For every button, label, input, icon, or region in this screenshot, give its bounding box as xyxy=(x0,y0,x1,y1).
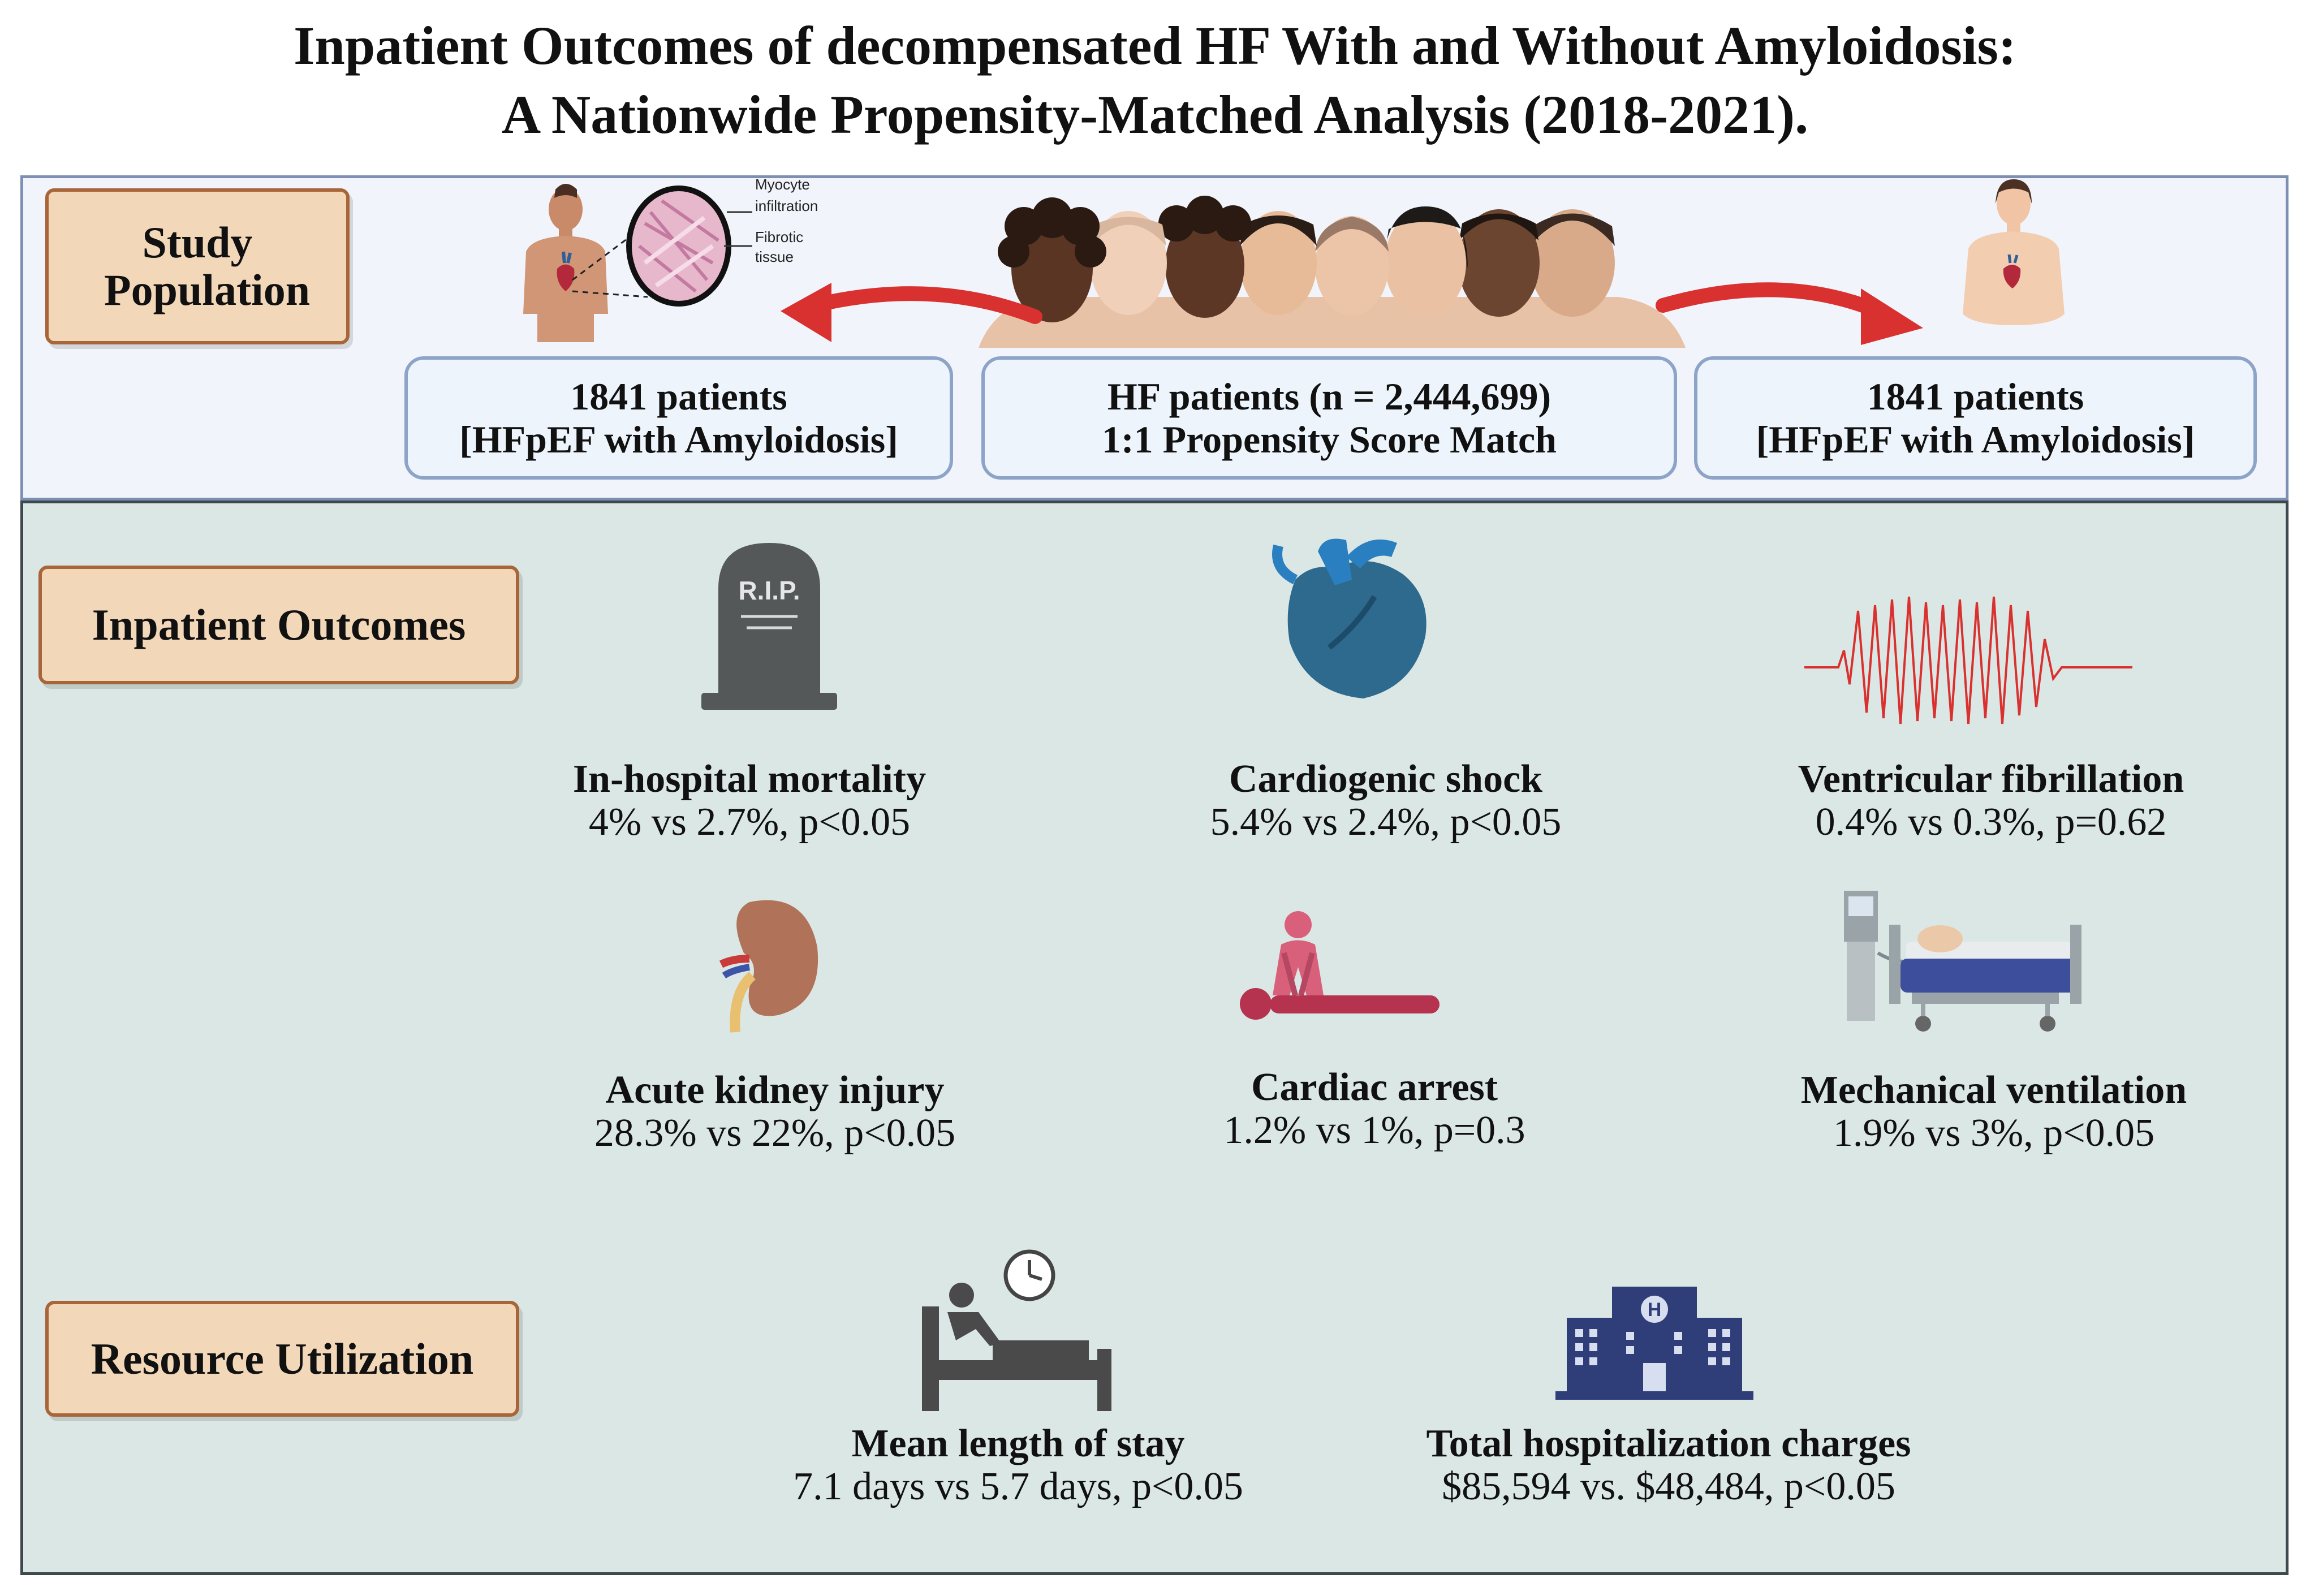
female-torso-icon xyxy=(1963,179,2065,325)
hospital-bed-ventilator-icon xyxy=(1844,891,2081,1032)
cpr-icon xyxy=(1240,911,1440,1020)
male-torso-icon xyxy=(523,184,608,342)
people-group-icon xyxy=(979,196,1686,348)
amyloidosis-cohort-box-right: 1841 patients [HFpEF with Amyloidosis] xyxy=(1694,356,2257,480)
ecg-fibrillation-icon xyxy=(1804,596,2132,724)
outcome-cardiogenic-shock: Cardiogenic shock 5.4% vs 2.4%, p<0.05 xyxy=(1210,757,1562,844)
hf-patients-box-center: HF patients (n = 2,444,699) 1:1 Propensi… xyxy=(981,356,1677,480)
amyloid-patient-illustration: Myocyte infiltration Fibrotic tissue xyxy=(523,176,818,342)
resource-total-hospitalization-charges: Total hospitalization charges $85,594 vs… xyxy=(1426,1422,1911,1508)
heart-icon xyxy=(1272,538,1426,698)
inpatient-outcomes-tag: Inpatient Outcomes xyxy=(38,566,519,684)
outcome-acute-kidney-injury: Acute kidney injury 28.3% vs 22%, p<0.05 xyxy=(594,1068,956,1155)
resource-mean-length-of-stay: Mean length of stay 7.1 days vs 5.7 days… xyxy=(793,1422,1243,1508)
patient-in-bed-clock-icon xyxy=(922,1249,1111,1411)
female-patient-illustration xyxy=(1963,179,2065,325)
outcome-in-hospital-mortality: In-hospital mortality 4% vs 2.7%, p<0.05 xyxy=(572,757,926,844)
outcome-mechanical-ventilation: Mechanical ventilation 1.9% vs 3%, p<0.0… xyxy=(1800,1068,2187,1155)
study-population-tag: Study Population xyxy=(45,188,350,344)
resource-utilization-tag: Resource Utilization xyxy=(45,1301,519,1417)
histology-circle-icon xyxy=(626,186,731,307)
patient-group-illustration xyxy=(979,196,1686,348)
fibrotic-label: Fibrotic xyxy=(755,228,803,245)
tissue-label: tissue xyxy=(755,248,794,265)
hospital-building-icon: H xyxy=(1555,1287,1753,1400)
arrow-to-right-icon xyxy=(1656,282,1923,345)
amyloidosis-cohort-box-left: 1841 patients [HFpEF with Amyloidosis] xyxy=(404,356,953,480)
kidney-icon xyxy=(719,900,818,1033)
outcome-cardiac-arrest: Cardiac arrest 1.2% vs 1%, p=0.3 xyxy=(1223,1066,1525,1152)
svg-text:H: H xyxy=(1648,1299,1662,1321)
title-line-1: Inpatient Outcomes of decompensated HF W… xyxy=(294,15,2016,76)
arrow-to-left-icon xyxy=(781,283,1042,342)
myocyte-label: Myocyte xyxy=(755,176,810,193)
outcome-ventricular-fibrillation: Ventricular fibrillation 0.4% vs 0.3%, p… xyxy=(1798,757,2184,844)
figure-title: Inpatient Outcomes of decompensated HF W… xyxy=(0,11,2310,149)
rip-text: R.I.P. xyxy=(738,576,800,605)
infiltration-label: infiltration xyxy=(755,197,818,214)
title-line-2: A Nationwide Propensity-Matched Analysis… xyxy=(501,84,1809,145)
tombstone-icon: R.I.P. xyxy=(701,543,837,710)
